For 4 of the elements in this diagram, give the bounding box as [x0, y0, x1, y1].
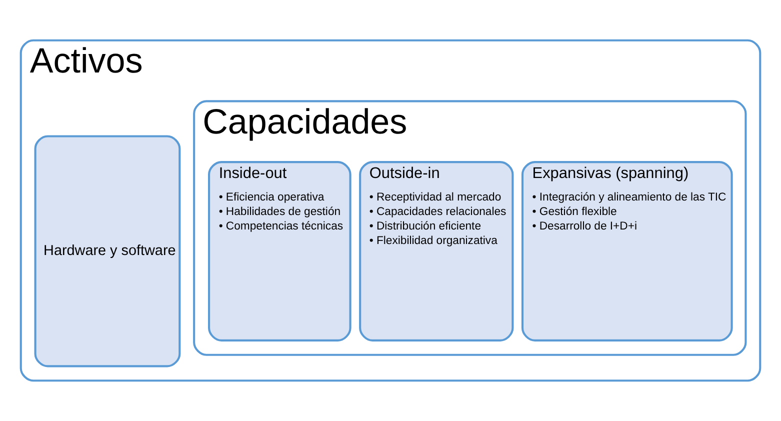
node-box: Outside-in • Receptividad al mercado • Capacidades relacionales • Distribución eficiente • Flexibilidad organizativa [359, 161, 514, 342]
node-box: Inside-out • Eficiencia operativa • Habilidades de gestión • Competencias técnicas [208, 161, 352, 342]
node-box: Expansivas (spanning) • Integración y alineamiento de las TIC • Gestión flexible • Desarrollo de I+D+i [521, 161, 733, 342]
node-box: Hardware y software [34, 135, 181, 368]
